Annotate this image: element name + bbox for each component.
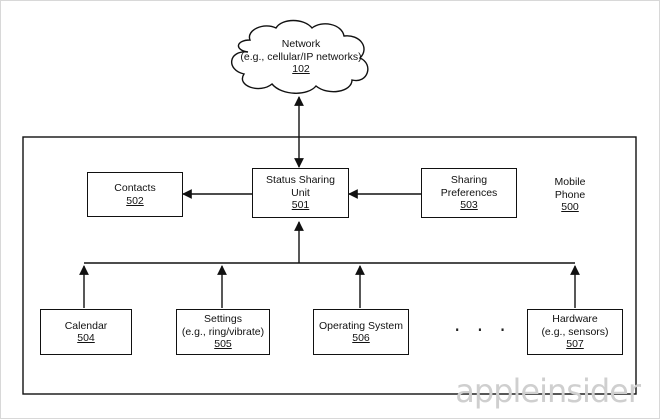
sharing-preferences-line1: Sharing bbox=[450, 174, 488, 187]
network-cloud bbox=[231, 19, 369, 94]
settings-ref: 505 bbox=[214, 338, 232, 351]
mobile-phone-line2: Phone bbox=[554, 188, 586, 201]
operating-system-ref: 506 bbox=[352, 332, 370, 344]
status-sharing-unit-box: Status Sharing Unit 501 bbox=[252, 168, 349, 218]
contacts-box: Contacts 502 bbox=[87, 172, 183, 217]
sharing-preferences-box: Sharing Preferences 503 bbox=[421, 168, 517, 218]
status-sharing-unit-ref: 501 bbox=[291, 199, 310, 212]
hardware-line1: Hardware bbox=[552, 313, 598, 326]
settings-line1: Settings bbox=[204, 313, 242, 326]
status-sharing-unit-line2: Unit bbox=[291, 186, 310, 199]
hardware-ref: 507 bbox=[566, 338, 584, 351]
operating-system-box: Operating System 506 bbox=[313, 309, 409, 355]
network-title: Network bbox=[281, 38, 321, 50]
network-label: Network (e.g., cellular/IP networks) 102 bbox=[232, 38, 370, 76]
network-ref: 102 bbox=[292, 63, 310, 75]
contacts-ref: 502 bbox=[126, 194, 144, 207]
mobile-phone-line1: Mobile bbox=[554, 176, 586, 188]
appleinsider-watermark: appleinsider bbox=[455, 372, 641, 410]
mobile-phone-frame bbox=[22, 136, 637, 395]
network-subtitle: (e.g., cellular/IP networks) bbox=[240, 50, 362, 63]
contacts-label: Contacts bbox=[114, 182, 156, 194]
operating-system-label: Operating System bbox=[318, 319, 404, 332]
settings-box: Settings (e.g., ring/vibrate) 505 bbox=[176, 309, 270, 355]
mobile-phone-ref: 500 bbox=[561, 201, 579, 213]
calendar-label: Calendar bbox=[64, 319, 108, 332]
mobile-phone-label: Mobile Phone 500 bbox=[540, 176, 600, 214]
sharing-preferences-ref: 503 bbox=[460, 199, 478, 212]
sharing-preferences-line2: Preferences bbox=[440, 186, 498, 199]
hardware-box: Hardware (e.g., sensors) 507 bbox=[527, 309, 623, 355]
calendar-ref: 504 bbox=[77, 332, 95, 344]
hardware-line2: (e.g., sensors) bbox=[541, 325, 609, 338]
more-components-ellipsis: . . . bbox=[454, 312, 511, 336]
status-sharing-unit-line1: Status Sharing bbox=[266, 174, 335, 187]
calendar-box: Calendar 504 bbox=[40, 309, 132, 355]
settings-line2: (e.g., ring/vibrate) bbox=[181, 325, 265, 338]
